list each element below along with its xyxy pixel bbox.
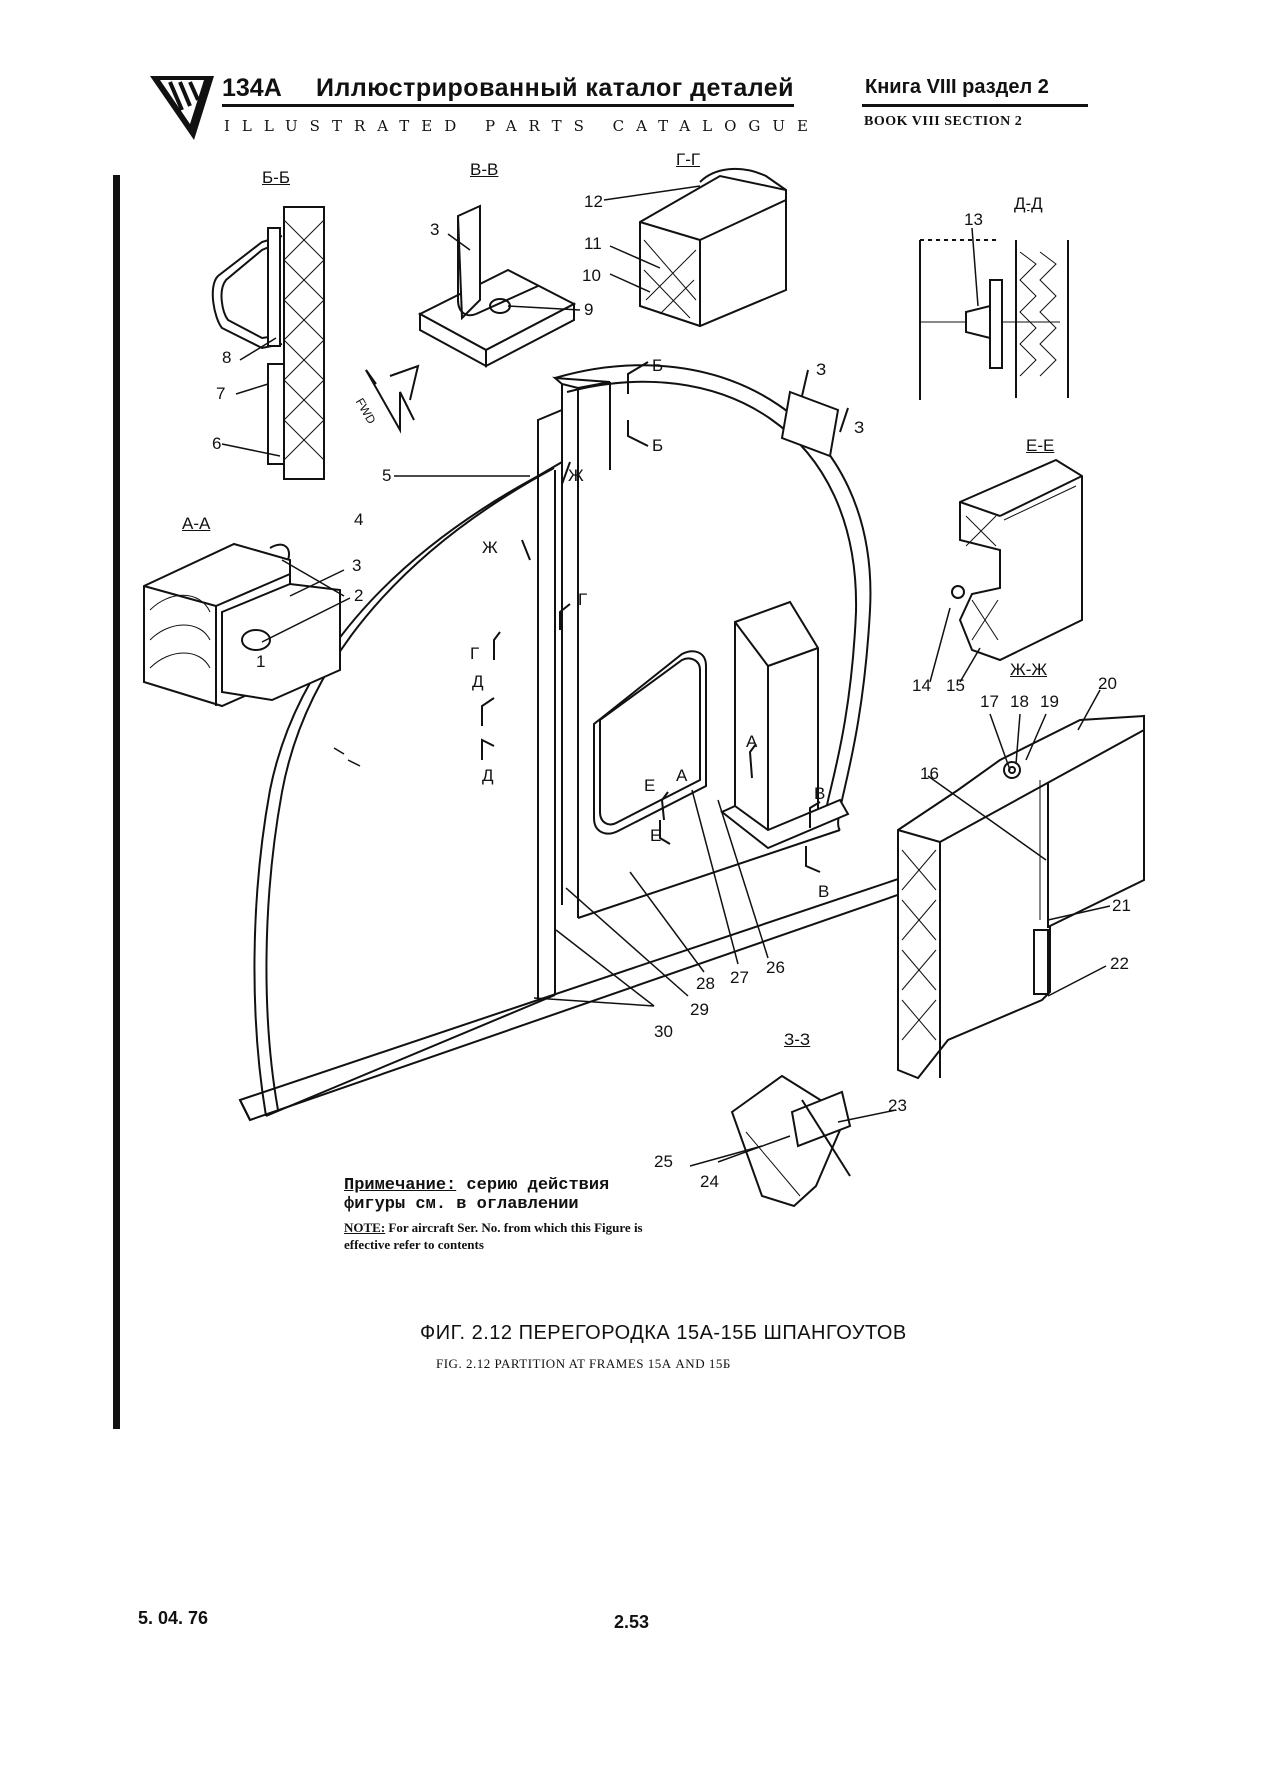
callout-21: 21	[1112, 896, 1131, 915]
section-label-aa: А-А	[182, 514, 211, 533]
section-label-gg: Г-Г	[676, 150, 701, 169]
cut-marker-e-bottom: Е	[650, 826, 662, 845]
section-vv-detail	[417, 204, 577, 368]
callout-16: 16	[920, 764, 939, 783]
cut-marker-b-bottom: Б	[652, 436, 664, 455]
callout-14: 14	[912, 676, 931, 695]
cut-marker-flags	[481, 361, 849, 873]
section-label-zz: З-З	[784, 1030, 811, 1049]
callout-13: 13	[964, 210, 983, 229]
cut-marker-g-bottom: Г	[470, 644, 480, 663]
callout-6: 6	[212, 434, 222, 453]
callout-19: 19	[1040, 692, 1059, 711]
callout-22: 22	[1110, 954, 1129, 973]
margin-bar	[113, 175, 120, 1429]
callout-7: 7	[216, 384, 226, 403]
book-section-en: BOOK VIII SECTION 2	[864, 114, 1023, 129]
section-zz-detail	[730, 1074, 852, 1208]
section-label-zhzh: Ж-Ж	[1010, 660, 1048, 679]
cut-marker-a-bottom: А	[676, 766, 688, 785]
manufacturer-logo	[150, 76, 214, 140]
callout-10: 10	[582, 266, 601, 285]
catalog-title-ru: Иллюстрированный каталог деталей	[316, 74, 795, 102]
cut-marker-v-top: В	[814, 784, 826, 803]
callout-3b: 3	[352, 556, 362, 575]
partition-panel	[238, 364, 937, 1122]
note-en-text: For aircraft Ser. No. from which this Fi…	[344, 1220, 643, 1252]
catalog-title-en: ILLUSTRATED PARTS CATALOGUE	[224, 117, 820, 135]
cut-marker-g-top: Г	[578, 590, 588, 609]
section-aa-detail	[143, 542, 341, 708]
section-dd-detail	[919, 239, 1069, 400]
cut-marker-z-bottom: З	[854, 418, 865, 437]
revision-date: 5. 04. 76	[138, 1608, 209, 1628]
callout-12: 12	[584, 192, 603, 211]
cut-marker-e-top: Е	[644, 776, 656, 795]
figure-caption-ru: ФИГ. 2.12 ПЕРЕГОРОДКА 15А-15Б ШПАНГОУТОВ	[420, 1322, 907, 1344]
callout-26: 26	[766, 958, 785, 977]
cut-marker-v-bottom: В	[818, 882, 830, 901]
book-section-ru: Книга VIII раздел 2	[865, 76, 1049, 98]
callout-8: 8	[222, 348, 232, 367]
callout-28: 28	[696, 974, 715, 993]
callout-29: 29	[690, 1000, 709, 1019]
section-label-bb: Б-Б	[262, 168, 290, 187]
callout-9: 9	[584, 300, 594, 319]
section-label-ee: Е-Е	[1026, 436, 1055, 455]
fwd-arrow-icon	[365, 364, 420, 434]
cut-marker-d-top: Д	[472, 672, 484, 691]
callout-5: 5	[382, 466, 392, 485]
callout-3a: 3	[430, 220, 440, 239]
callout-24: 24	[700, 1172, 719, 1191]
section-gg-detail	[639, 167, 787, 328]
callout-20: 20	[1098, 674, 1117, 693]
callout-11: 11	[584, 234, 602, 253]
section-zhzh-detail	[897, 714, 1145, 1080]
note-ru: Примечание: серию действия фигуры см. в …	[344, 1176, 654, 1214]
callout-23: 23	[888, 1096, 907, 1115]
section-bb-detail	[211, 206, 325, 480]
cut-marker-b-top: Б	[652, 356, 664, 375]
note-en-heading: NOTE:	[344, 1220, 386, 1235]
cut-marker-d-bottom: Д	[482, 766, 494, 785]
section-ee-detail	[951, 458, 1083, 662]
note-ru-heading: Примечание:	[344, 1176, 457, 1195]
callout-25: 25	[654, 1152, 673, 1171]
page-number: 2.53	[614, 1612, 650, 1632]
header-rule-right	[862, 104, 1088, 107]
cut-marker-zh-bottom: Ж	[482, 538, 498, 557]
callout-27: 27	[730, 968, 749, 987]
cut-marker-a-top: А	[746, 732, 758, 751]
aircraft-model: 134А	[222, 74, 282, 102]
cut-marker-zh-top: Ж	[568, 466, 584, 485]
callout-17: 17	[980, 692, 999, 711]
header-rule	[222, 104, 794, 107]
callout-2: 2	[354, 586, 364, 605]
note-en: NOTE: For aircraft Ser. No. from which t…	[344, 1219, 654, 1253]
leader-lines	[221, 185, 1111, 1167]
note-ru-text: серию действия фигуры см. в оглавлении	[344, 1176, 610, 1214]
callout-18: 18	[1010, 692, 1029, 711]
section-label-dd: Д-Д	[1014, 194, 1043, 213]
figure-caption-en: FIG. 2.12 PARTITION AT FRAMES 15А AND 15…	[436, 1356, 731, 1371]
callout-1: 1	[256, 652, 266, 671]
section-label-vv: В-В	[470, 160, 499, 179]
callout-4: 4	[354, 510, 364, 529]
callout-30: 30	[654, 1022, 673, 1041]
callout-15: 15	[946, 676, 965, 695]
cut-marker-z-top: З	[816, 360, 827, 379]
